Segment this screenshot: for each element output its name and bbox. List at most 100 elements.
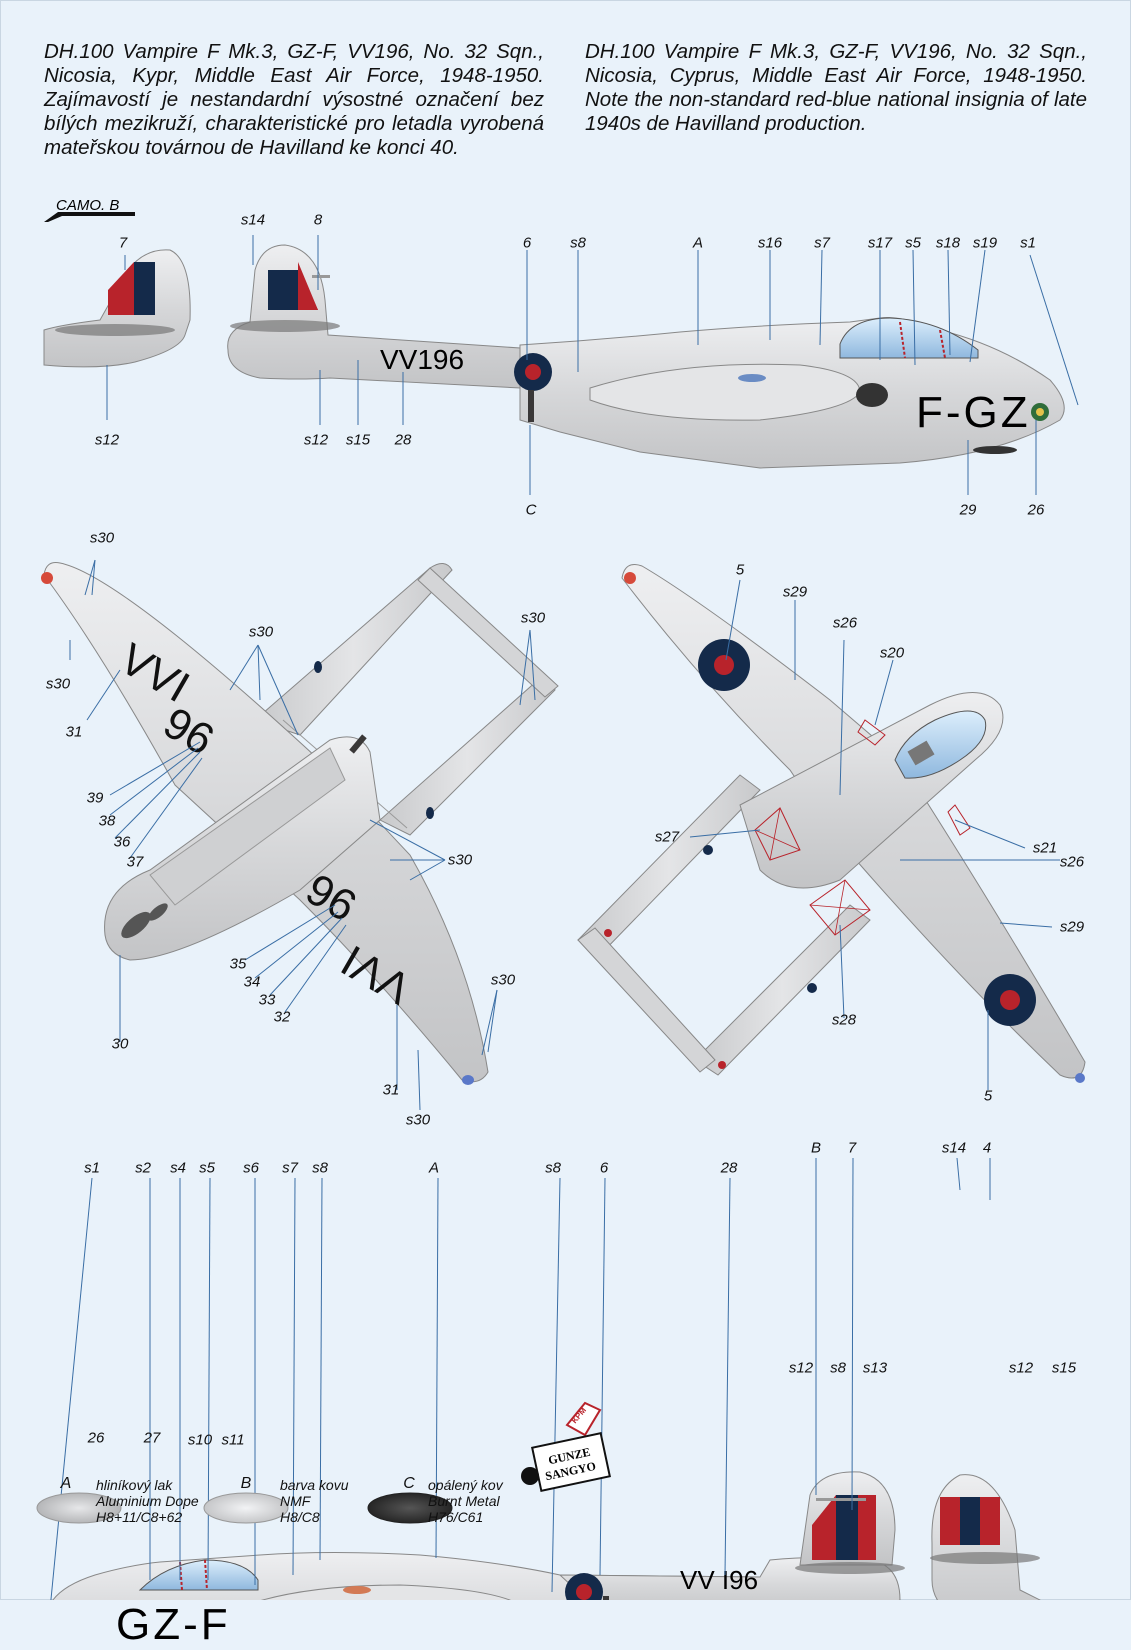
legend-a-text: hliníkový lak Aluminium Dope H8+11/C8+62 [96,1477,199,1525]
label-s7-bot: s7 [282,1159,298,1177]
code-bottom: GZ-F [116,1600,231,1649]
label-s12-b: s12 [303,431,329,449]
plan-view-upper [577,564,1086,1083]
label-s8-bot-a: s8 [312,1159,328,1177]
legend-c-code: H76/C61 [428,1509,484,1525]
label-s26-a: s26 [832,614,858,632]
label-7-top: 7 [118,234,128,252]
artwork: VVI 96 96 VVI [41,212,1086,1600]
legend-c-text: opálený kov Burnt Metal H76/C61 [428,1477,503,1525]
label-s27: s27 [654,828,680,846]
legend-c-en: Burnt Metal [428,1493,500,1509]
label-B-bot: B [810,1139,822,1157]
legend-b-en: NMF [280,1493,311,1509]
legend-a-cz: hliníkový lak [96,1477,173,1493]
label-s19: s19 [972,234,998,252]
label-s5-bot: s5 [199,1159,215,1177]
legend-swatches [36,1401,611,1524]
legend-a-en: Aluminium Dope [96,1493,199,1509]
label-6-bot: 6 [599,1159,609,1177]
label-35: 35 [229,955,247,973]
label-s30-u4: s30 [520,609,546,627]
label-s11: s11 [221,1431,245,1449]
label-5-b: 5 [983,1087,993,1105]
serial-top: VV196 [380,344,465,375]
label-34: 34 [243,973,261,991]
label-s12-a: s12 [94,431,120,449]
label-s30-u1: s30 [89,529,115,547]
label-s14: s14 [240,211,266,229]
label-36: 36 [113,833,131,851]
label-s30-u7: s30 [405,1111,431,1129]
label-s10: s10 [187,1431,213,1449]
label-31-u1: 31 [65,723,83,741]
fin-flash-blue [134,262,155,315]
label-C: C [525,501,537,519]
description-czech: DH.100 Vampire F Mk.3, GZ-F, VV196, No. … [44,40,544,159]
label-s8-top: s8 [570,234,586,252]
label-28-top: 28 [394,431,412,449]
label-s2: s2 [135,1159,151,1177]
label-29: 29 [959,501,977,519]
legend-letter-a: A [60,1475,72,1492]
label-s29-b: s29 [1059,918,1085,936]
label-s4: s4 [170,1159,186,1177]
label-33: 33 [258,991,276,1009]
legend-a-code: H8+11/C8+62 [96,1509,183,1525]
label-26-bot: 26 [87,1429,105,1447]
label-37: 37 [126,853,144,871]
label-s20: s20 [879,644,905,662]
label-s28: s28 [831,1011,857,1029]
label-28-bot: 28 [720,1159,738,1177]
code-top: F-GZ [916,388,1031,437]
plan-view-underside: VVI 96 96 VVI [41,562,559,1085]
side-view-left [43,244,1065,469]
label-27: 27 [143,1429,161,1447]
side-view-right [52,1471,1041,1600]
label-s15-bot: s15 [1051,1359,1077,1377]
label-s15: s15 [345,431,371,449]
label-39: 39 [86,789,104,807]
swatch-nmf [203,1492,289,1524]
label-s5-top: s5 [905,234,921,252]
label-s14-bot: s14 [941,1139,967,1157]
label-s30-u5: s30 [447,851,473,869]
camo-label: CAMO. B [56,197,120,214]
label-32: 32 [273,1008,291,1026]
label-30: 30 [111,1035,129,1053]
label-s18: s18 [935,234,961,252]
label-8: 8 [313,211,323,229]
label-s12-bot-a: s12 [788,1359,814,1377]
serial-bottom: VV I96 [680,1565,759,1595]
label-s12-bot-b: s12 [1008,1359,1034,1377]
fin-flash-red [108,262,134,315]
label-s8-bot-c: s8 [830,1359,846,1377]
label-s30-u6: s30 [490,971,516,989]
brand-logo [521,1401,611,1492]
label-s7-top: s7 [814,234,830,252]
legend-b-text: barva kovu NMF H8/C8 [280,1477,348,1525]
label-7-bot: 7 [847,1139,857,1157]
label-A-bot: A [428,1159,440,1177]
legend-letter-b: B [240,1475,252,1492]
legend-c-cz: opálený kov [428,1477,503,1493]
label-26-top: 26 [1027,501,1045,519]
legend-b-code: H8/C8 [280,1509,320,1525]
label-38: 38 [98,812,116,830]
label-s17: s17 [867,234,893,252]
swatch-burnt-metal [367,1492,453,1524]
label-s13: s13 [862,1359,888,1377]
label-s26-b: s26 [1059,853,1085,871]
label-s6: s6 [243,1159,259,1177]
legend-b-cz: barva kovu [280,1477,349,1493]
description-english: DH.100 Vampire F Mk.3, GZ-F, VV196, No. … [585,40,1087,135]
leader-lines [50,235,1079,1600]
label-4: 4 [982,1139,992,1157]
swatch-aluminium-dope [36,1492,122,1524]
label-6-top: 6 [522,234,532,252]
label-s16: s16 [757,234,783,252]
camo-tag [44,212,135,222]
legend-letter-c: C [403,1475,415,1492]
label-s30-u2: s30 [45,675,71,693]
label-s1-top: s1 [1020,234,1036,252]
